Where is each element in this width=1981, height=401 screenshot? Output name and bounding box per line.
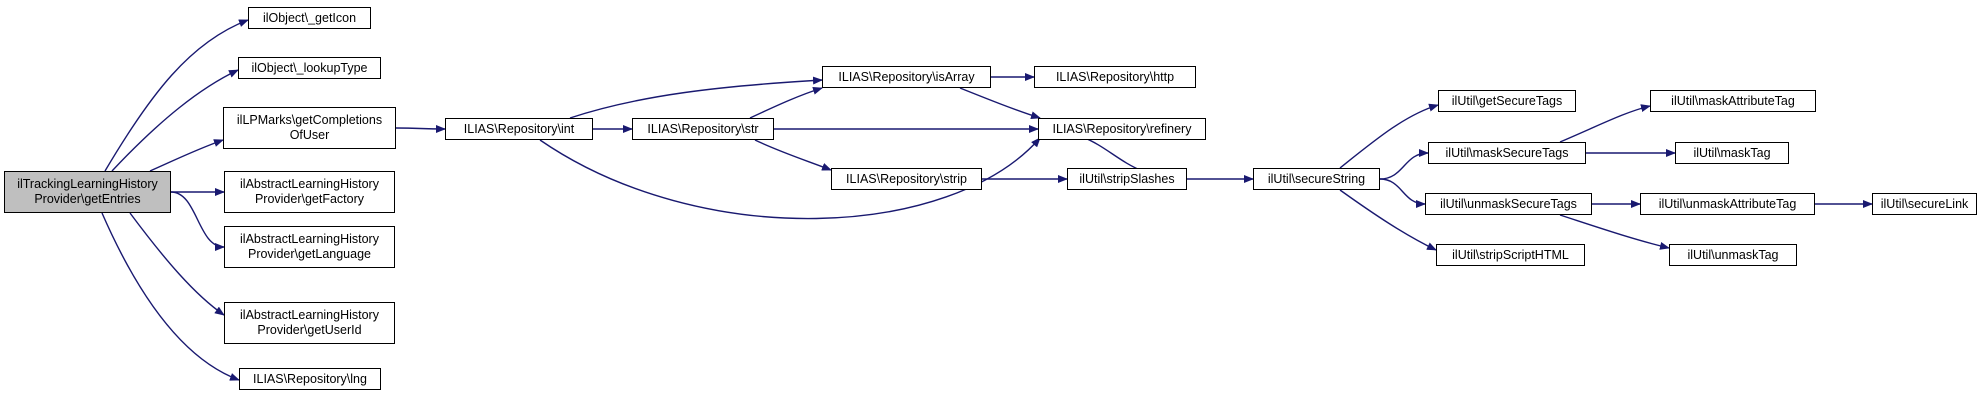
node-unmaskSecureTags[interactable]: ilUtil\unmaskSecureTags [1425,193,1592,215]
edge-lpmarks-to-int [395,124,446,133]
node-getUserId[interactable]: ilAbstractLearningHistory Provider\getUs… [224,302,395,344]
node-isArray[interactable]: ILIAS\Repository\isArray [822,66,991,88]
node-label: ilUtil\maskSecureTags [1445,145,1569,160]
node-secureString[interactable]: ilUtil\secureString [1253,168,1380,190]
node-label: ilUtil\stripScriptHTML [1452,247,1569,262]
edge-secureString-to-maskSecureTags [1379,149,1429,180]
edge-int-to-refinery [539,137,1041,220]
node-getIcon[interactable]: ilObject\_getIcon [248,7,371,29]
edge-secureString-to-getSecureTags [1339,103,1439,169]
node-label: ilAbstractLearningHistory Provider\getLa… [240,232,379,261]
edge-root-to-lng [101,212,240,381]
node-unmaskTag[interactable]: ilUtil\unmaskTag [1669,244,1797,266]
node-getLanguage[interactable]: ilAbstractLearningHistory Provider\getLa… [224,226,395,268]
node-label: ILIAS\Repository\isArray [838,69,975,84]
edge-str-to-isArray [749,86,823,119]
node-refinery[interactable]: ILIAS\Repository\refinery [1038,118,1206,140]
node-stripSlashes[interactable]: ilUtil\stripSlashes [1067,168,1187,190]
node-unmaskAttributeTag[interactable]: ilUtil\unmaskAttributeTag [1640,193,1815,215]
edge-str-to-strip [754,139,832,171]
node-label: ILIAS\Repository\strip [846,171,967,186]
node-strip[interactable]: ILIAS\Repository\strip [831,168,982,190]
node-label: ilUtil\secureLink [1880,196,1969,211]
node-label: ilUtil\unmaskTag [1687,247,1779,262]
edge-root-to-getIcon [104,19,249,172]
node-label: ILIAS\Repository\str [647,121,759,136]
node-getSecureTags[interactable]: ilUtil\getSecureTags [1438,90,1576,112]
node-label: ilUtil\maskAttributeTag [1671,93,1795,108]
node-label: ilAbstractLearningHistory Provider\getFa… [240,177,379,206]
node-label: ilAbstractLearningHistory Provider\getUs… [240,308,379,337]
edge-root-to-lpmarks [149,139,224,172]
edge-int-to-isArray [569,76,823,119]
node-label: ilObject\_getIcon [262,10,357,25]
node-label: ilTrackingLearningHistory Provider\getEn… [17,177,158,206]
node-str[interactable]: ILIAS\Repository\str [632,118,774,140]
node-maskSecureTags[interactable]: ilUtil\maskSecureTags [1428,142,1586,164]
node-label: ilObject\_lookupType [251,60,368,75]
node-int[interactable]: ILIAS\Repository\int [445,118,593,140]
node-label: ilUtil\maskTag [1693,145,1771,160]
edge-root-to-getUserId [129,212,225,316]
node-secureLink[interactable]: ilUtil\secureLink [1872,193,1977,215]
node-label: ILIAS\Repository\refinery [1052,121,1192,136]
edge-secureString-to-unmaskSecureTags [1379,178,1426,208]
node-label: ILIAS\Repository\http [1055,69,1175,84]
node-label: ILIAS\Repository\lng [253,371,367,386]
node-http[interactable]: ILIAS\Repository\http [1034,66,1196,88]
node-label: ilUtil\secureString [1267,171,1366,186]
node-lpmarks[interactable]: ilLPMarks\getCompletions OfUser [223,107,396,149]
node-label: ilUtil\unmaskAttributeTag [1658,196,1797,211]
node-lookupType[interactable]: ilObject\_lookupType [238,57,381,79]
node-label: ilUtil\unmaskSecureTags [1440,196,1577,211]
edge-root-to-lookupType [111,69,239,172]
node-maskAttributeTag[interactable]: ilUtil\maskAttributeTag [1650,90,1816,112]
node-getFactory[interactable]: ilAbstractLearningHistory Provider\getFa… [224,171,395,213]
node-maskTag[interactable]: ilUtil\maskTag [1675,142,1789,164]
edge-unmaskSecureTags-to-unmaskTag [1559,214,1670,250]
node-label: ILIAS\Repository\int [463,121,575,136]
edge-maskSecureTags-to-maskAttributeTag [1559,104,1651,143]
edge-isArray-to-refinery [959,87,1041,120]
node-label: ilLPMarks\getCompletions OfUser [236,113,383,142]
edge-secureString-to-stripScriptHTML [1339,189,1437,251]
edge-root-to-getLanguage [170,191,225,251]
node-lng[interactable]: ILIAS\Repository\lng [239,368,381,390]
node-label: ilUtil\getSecureTags [1451,93,1563,108]
node-root[interactable]: ilTrackingLearningHistory Provider\getEn… [4,171,171,213]
node-label: ilUtil\stripSlashes [1079,171,1175,186]
node-stripScriptHTML[interactable]: ilUtil\stripScriptHTML [1436,244,1585,266]
